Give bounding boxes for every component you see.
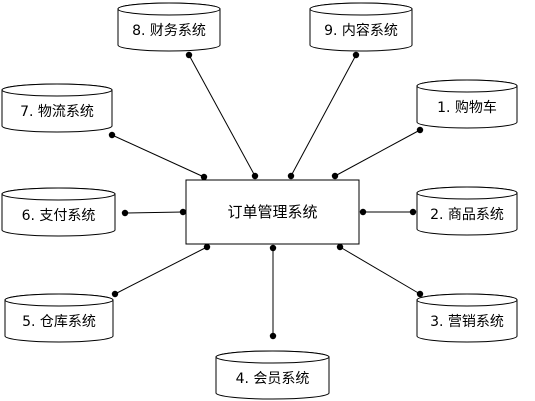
cylinder-top [117, 2, 221, 16]
system-node-5: 5. 仓库系统 [4, 293, 114, 343]
cylinder-top [416, 79, 518, 93]
connector-line-8 [188, 54, 256, 177]
system-node-9: 9. 内容系统 [309, 2, 413, 52]
connector-dots [108, 51, 424, 340]
connector-dot-inner-9 [287, 172, 295, 180]
connector-dot-inner-7 [200, 173, 208, 181]
connector-line-1 [334, 129, 421, 177]
center-box [185, 179, 360, 245]
connector-dot-outer-8 [185, 51, 193, 59]
cylinder-top [309, 2, 413, 16]
system-nodes: 1. 购物车 2. 商品系统 3. 营销系统 4. 会员系统 5. 仓库系统 6. 支付系… [1, 2, 518, 400]
cylinder-top [1, 83, 113, 97]
system-node-4: 4. 会员系统 [215, 350, 330, 400]
connector-line-3 [339, 246, 421, 295]
connector-dot-outer-6 [121, 209, 129, 217]
connector-dot-inner-2 [359, 208, 367, 216]
connector-dot-inner-6 [179, 208, 187, 216]
connector-line-6 [124, 211, 184, 214]
connector-dot-outer-5 [111, 290, 119, 298]
cylinder-top [416, 293, 518, 307]
system-label-4: 4. 会员系统 [236, 371, 310, 387]
connector-dot-outer-1 [416, 126, 424, 134]
connector-dot-outer-4 [269, 332, 277, 340]
system-label-1: 1. 购物车 [437, 99, 497, 116]
connector-line-5 [114, 246, 208, 295]
connector-dot-inner-4 [269, 244, 277, 252]
center-label: 订单管理系统 [227, 203, 317, 221]
center-node: 订单管理系统 [185, 179, 360, 245]
system-label-2: 2. 商品系统 [430, 207, 504, 223]
system-label-5: 5. 仓库系统 [22, 314, 96, 330]
system-node-2: 2. 商品系统 [416, 186, 518, 236]
system-label-8: 8. 财务系统 [132, 23, 206, 39]
connector-dot-inner-8 [251, 172, 259, 180]
connector-line-7 [111, 134, 205, 178]
system-node-3: 3. 营销系统 [416, 293, 518, 343]
system-node-8: 8. 财务系统 [117, 2, 221, 52]
system-node-7: 7. 物流系统 [1, 83, 113, 133]
connector-dot-outer-9 [352, 51, 360, 59]
cylinder-top [416, 186, 518, 200]
connector-dot-outer-3 [416, 290, 424, 298]
cylinder-top [215, 350, 330, 364]
system-label-7: 7. 物流系统 [20, 104, 94, 120]
cylinder-top [4, 293, 114, 307]
connector-dot-inner-5 [203, 243, 211, 251]
connector-dot-inner-3 [336, 243, 344, 251]
connector-line-9 [290, 54, 357, 177]
system-node-6: 6. 支付系统 [1, 187, 116, 237]
connector-dot-outer-2 [409, 208, 417, 216]
system-label-9: 9. 内容系统 [324, 22, 398, 39]
system-label-6: 6. 支付系统 [22, 208, 96, 224]
system-node-1: 1. 购物车 [416, 79, 518, 129]
connector-dot-inner-1 [331, 172, 339, 180]
cylinder-top [1, 187, 116, 201]
connector-lines [111, 54, 421, 336]
system-label-3: 3. 营销系统 [430, 314, 504, 330]
connector-dot-outer-7 [108, 131, 116, 139]
